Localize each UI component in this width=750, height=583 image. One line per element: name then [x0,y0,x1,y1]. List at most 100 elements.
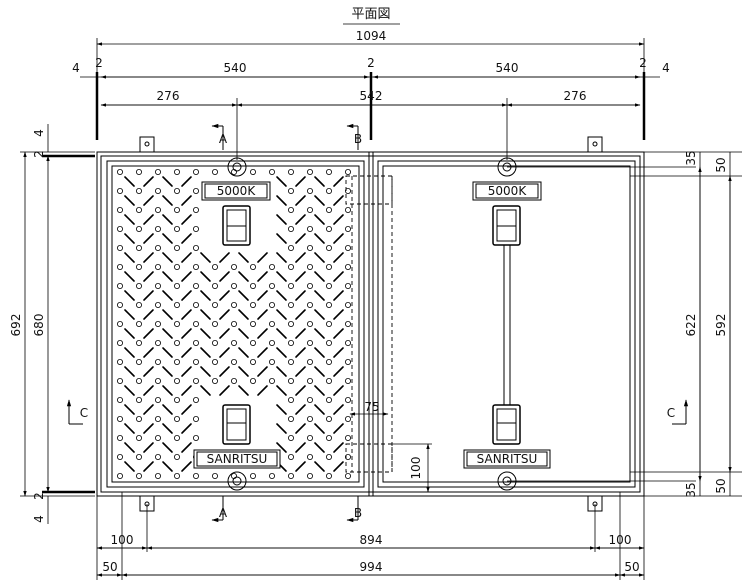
checker-bar [333,461,344,472]
checker-dot [344,396,351,403]
checker-bar [219,385,230,396]
checker-bar [314,366,325,377]
checker-bar [143,214,154,225]
checker-bar [314,328,325,339]
checker-bar [181,461,192,472]
checker-bar [162,233,173,244]
checker-dot [135,187,142,194]
checker-dot [135,225,142,232]
checker-dot [268,472,275,479]
checker-bar [314,214,325,225]
outer-frame [96,151,645,497]
checker-bar [143,366,154,377]
checker-dot [173,434,180,441]
checker-bar [314,195,325,206]
dim-2-right: 2 [639,56,647,70]
checker-bar [333,271,344,282]
checker-dot [249,377,256,384]
checker-dot [173,415,180,422]
checker-bar [295,442,306,453]
handle-left-bottom [222,404,251,445]
checker-dot [249,472,256,479]
checker-dot [306,263,313,270]
checker-dot [325,415,332,422]
checker-dot [135,396,142,403]
checker-bar [257,309,268,320]
checker-dot [306,244,313,251]
checker-dot [135,434,142,441]
checker-bar [143,385,154,396]
checker-bar [181,347,192,358]
checker-dot [287,225,294,232]
checker-bar [124,176,135,187]
checker-dot [325,263,332,270]
checker-dot [287,472,294,479]
checker-dot [192,282,199,289]
checker-bar [181,442,192,453]
checker-dot [344,168,351,175]
checker-bar [314,347,325,358]
checker-dot [325,187,332,194]
checker-bar [181,252,192,263]
checker-bar [238,252,249,263]
checker-dot [325,377,332,384]
checker-bar [219,366,230,377]
checker-bar [124,214,135,225]
checker-dot [211,282,218,289]
checker-bar [162,461,173,472]
checker-dot [117,415,124,422]
checker-dot [154,415,161,422]
checker-dot [135,472,142,479]
checker-dot [154,320,161,327]
checker-dot [154,206,161,213]
right-cover [377,160,636,488]
checker-bar [181,233,192,244]
checker-bar [314,385,325,396]
checker-bar [333,252,344,263]
dim-4-left: 4 [72,61,80,75]
checker-bar [276,404,287,415]
section-b-bot: B [354,506,362,520]
checker-bar [219,309,230,320]
checker-dot [135,168,142,175]
checker-bar [124,385,135,396]
checker-dot [230,339,237,346]
checker-bar [295,309,306,320]
dim-50-bot: 50 [714,478,728,493]
checker-bar [143,233,154,244]
section-a-bot: A [219,506,228,520]
checker-bar [124,461,135,472]
checker-bar [124,233,135,244]
left-cover [106,152,374,496]
checker-bar [143,176,154,187]
dim-50-top: 50 [714,157,728,172]
checker-bar [181,404,192,415]
checker-bar [219,347,230,358]
dim-4-right: 4 [662,61,670,75]
checker-dot [249,301,256,308]
checker-dot [344,282,351,289]
checker-dot [117,282,124,289]
checker-dot [268,339,275,346]
checker-dot [344,377,351,384]
checker-dot [192,415,199,422]
checker-bar [181,290,192,301]
checker-dot [287,168,294,175]
checker-bar [314,461,325,472]
dim-4-bot-left: 4 [32,515,46,523]
checker-dot [211,377,218,384]
checker-dot [287,358,294,365]
checker-dot [306,396,313,403]
checker-dot [117,358,124,365]
checker-dot [192,472,199,479]
checker-dot [249,339,256,346]
checker-dot [287,263,294,270]
checker-bar [143,290,154,301]
checker-dot [325,244,332,251]
checker-bar [276,347,287,358]
checker-dot [135,453,142,460]
checker-dot [117,472,124,479]
checker-bar [181,423,192,434]
dim-540-right: 540 [496,61,519,75]
dim-894: 894 [360,533,383,547]
